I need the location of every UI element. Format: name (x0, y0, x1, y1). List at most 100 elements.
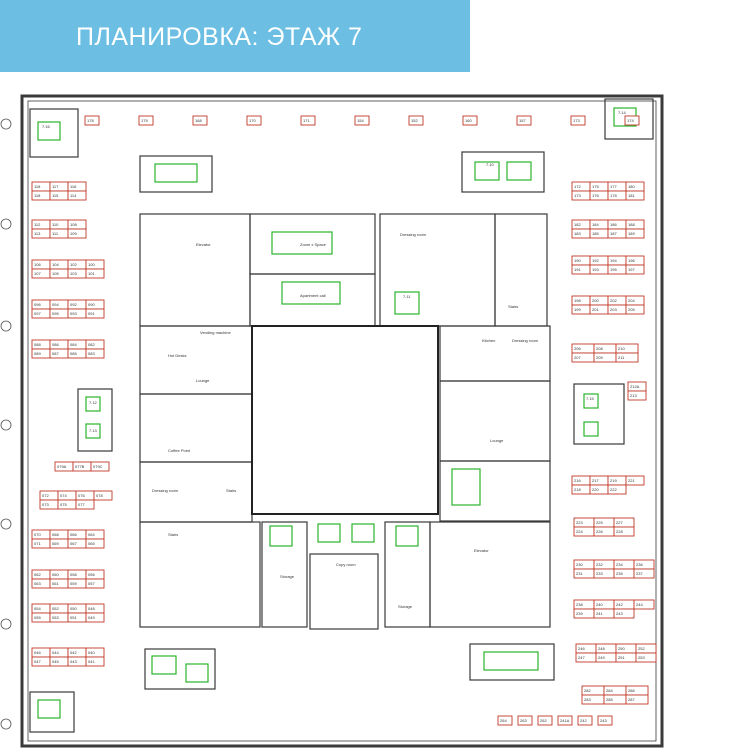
desk-number: 195 (610, 267, 617, 272)
desk-number: 220 (592, 487, 599, 492)
desk-number: 233 (596, 571, 603, 576)
desk-number: 248 (598, 646, 605, 651)
desk-168 (192, 115, 208, 126)
desk-number: 083 (88, 351, 95, 356)
desk-number: 184 (592, 222, 599, 227)
desk-number: 218 (574, 487, 581, 492)
desk-number: 243 (616, 611, 623, 616)
desk-number: 104 (52, 262, 59, 267)
desk-number: 225 (596, 520, 603, 525)
desk-number: 230 (576, 562, 583, 567)
desk-181 (625, 190, 645, 201)
desk-number: 174 (627, 118, 634, 123)
desk-number: 097 (34, 311, 41, 316)
desk-number: 043 (70, 659, 77, 664)
desk-number: 286 (628, 688, 635, 693)
desk-number: 101 (88, 271, 95, 276)
desk-number: 118 (34, 184, 41, 189)
desk-number: 069 (52, 541, 59, 546)
desk-041 (85, 656, 105, 667)
desk-242 (577, 715, 593, 726)
desk-number: 180 (628, 184, 635, 189)
desk-078 (93, 490, 113, 501)
room-kitchen: Kitchen (482, 338, 495, 343)
desk-number: 061 (52, 581, 59, 586)
desk-number: 062 (34, 572, 41, 577)
desk-number: 250 (618, 646, 625, 651)
desk-number: 284 (606, 688, 613, 693)
desk-number: 242 (616, 602, 623, 607)
desk-number: 111 (52, 231, 59, 236)
desk-number: 056 (88, 572, 95, 577)
atrium-void (251, 325, 439, 515)
desk-number: 108 (70, 222, 77, 227)
desk-number: 058 (70, 572, 77, 577)
desk-number: 157 (519, 118, 526, 123)
room-lounge-e: Lounge (490, 438, 504, 443)
desk-number: 160 (465, 118, 472, 123)
desk-number: 205 (628, 307, 635, 312)
title-banner: ПЛАНИРОВКА: ЭТАЖ 7 (0, 0, 470, 72)
desk-number: 066 (70, 532, 77, 537)
desk-number: 054 (34, 606, 41, 611)
desk-number: 118 (34, 193, 41, 198)
room-coffee-point: Coffee Point (168, 448, 191, 453)
desk-114 (67, 190, 87, 201)
desk-number: 103 (70, 271, 77, 276)
desk-262 (537, 715, 553, 726)
desk-152 (408, 115, 424, 126)
desk-number: 177 (610, 184, 617, 189)
desk-number: 237 (636, 571, 643, 576)
desk-170 (246, 115, 262, 126)
desk-number: 050 (70, 606, 77, 611)
desk-number: 204 (628, 298, 635, 303)
desk-179 (138, 115, 154, 126)
desk-174 (624, 115, 640, 126)
desk-number: 078 (96, 493, 103, 498)
desk-number: 228 (616, 529, 623, 534)
desk-number: 198 (574, 298, 581, 303)
desk-number: 048 (88, 606, 95, 611)
desk-number: 251 (618, 655, 625, 660)
desk-number: 212A (630, 384, 640, 389)
meeting-room-numbers: 7.10 7.11 7.12 7.13 7.14 7.15 7.16 (42, 110, 627, 433)
desk-number: 247 (578, 655, 585, 660)
desk-number: 042 (70, 650, 77, 655)
desk-197 (625, 264, 645, 275)
desk-287 (625, 694, 649, 705)
desk-number: 179 (141, 118, 148, 123)
room-number-7-16: 7.16 (42, 124, 51, 129)
desk-160 (462, 115, 478, 126)
desk-number: 243 (600, 718, 607, 723)
desk-number: 107 (34, 271, 41, 276)
desk-number: 239 (576, 611, 583, 616)
desk-157 (516, 115, 532, 126)
desk-221 (625, 475, 645, 486)
desk-number: 152 (411, 118, 418, 123)
desk-237 (633, 568, 655, 579)
desk-number: 086 (52, 342, 59, 347)
desk-number: 181 (628, 193, 635, 198)
desk-213 (627, 390, 647, 401)
desk-number: 234 (616, 562, 623, 567)
desk-number: 213 (630, 393, 637, 398)
desk-number: 172 (574, 184, 581, 189)
desk-057 (85, 578, 105, 589)
room-storage-2: Storage (398, 604, 413, 609)
desk-number: 216 (574, 478, 581, 483)
desk-number: 044 (52, 650, 59, 655)
desk-171 (300, 115, 316, 126)
desk-number: 060 (52, 572, 59, 577)
desk-178 (84, 115, 100, 126)
desk-number: 079C (93, 464, 103, 469)
desk-number: 252 (638, 646, 645, 651)
room-number-7-12: 7.12 (89, 400, 98, 405)
desk-211 (615, 352, 639, 363)
